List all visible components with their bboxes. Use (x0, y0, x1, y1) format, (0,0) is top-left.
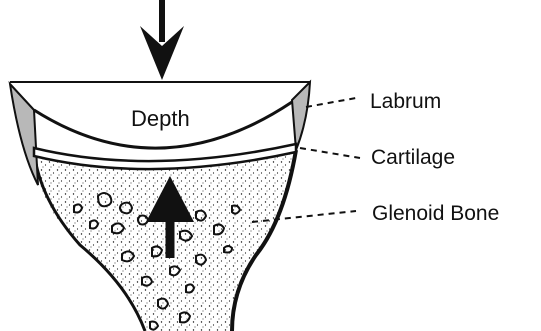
glenoid-bone-label: Glenoid Bone (372, 202, 499, 225)
depth-label: Depth (131, 106, 190, 131)
glenoid-bone (34, 150, 296, 331)
labrum-label: Labrum (370, 90, 441, 113)
compression-arrow-top (140, 0, 184, 80)
cartilage-label: Cartilage (371, 146, 455, 169)
